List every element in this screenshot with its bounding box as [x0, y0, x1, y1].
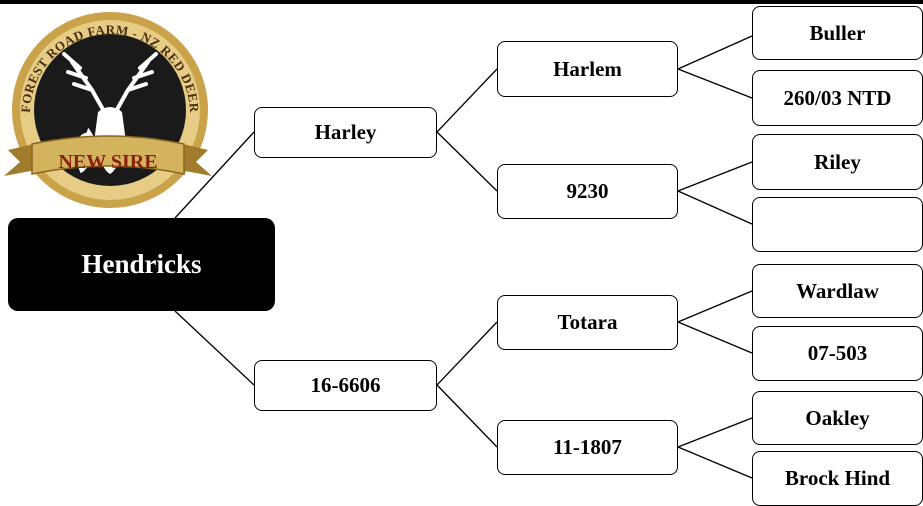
dam-sire-node: Totara [497, 295, 678, 350]
sire-dam-node: 9230 [497, 164, 678, 219]
gen3-node-1: Buller [752, 6, 923, 60]
gen3-node-3: Riley [752, 134, 923, 190]
svg-text:NEW SIRE: NEW SIRE [58, 151, 157, 173]
top-border [0, 0, 923, 4]
dam-node: 16-6606 [254, 360, 437, 411]
gen3-node-5: Wardlaw [752, 264, 923, 318]
gen3-node-6: 07-503 [752, 326, 923, 381]
sire-sire-node: Harlem [497, 41, 678, 97]
dam-dam-node: 11-1807 [497, 420, 678, 475]
farm-logo: FOREST ROAD FARM - NZ RED DEER NEW SIRE [4, 12, 212, 208]
gen3-node-4 [752, 197, 923, 252]
gen3-node-7: Oakley [752, 391, 923, 445]
root-animal-node: Hendricks [8, 218, 275, 311]
gen3-node-8: Brock Hind [752, 451, 923, 506]
sire-node: Harley [254, 107, 437, 158]
gen3-node-2: 260/03 NTD [752, 70, 923, 126]
